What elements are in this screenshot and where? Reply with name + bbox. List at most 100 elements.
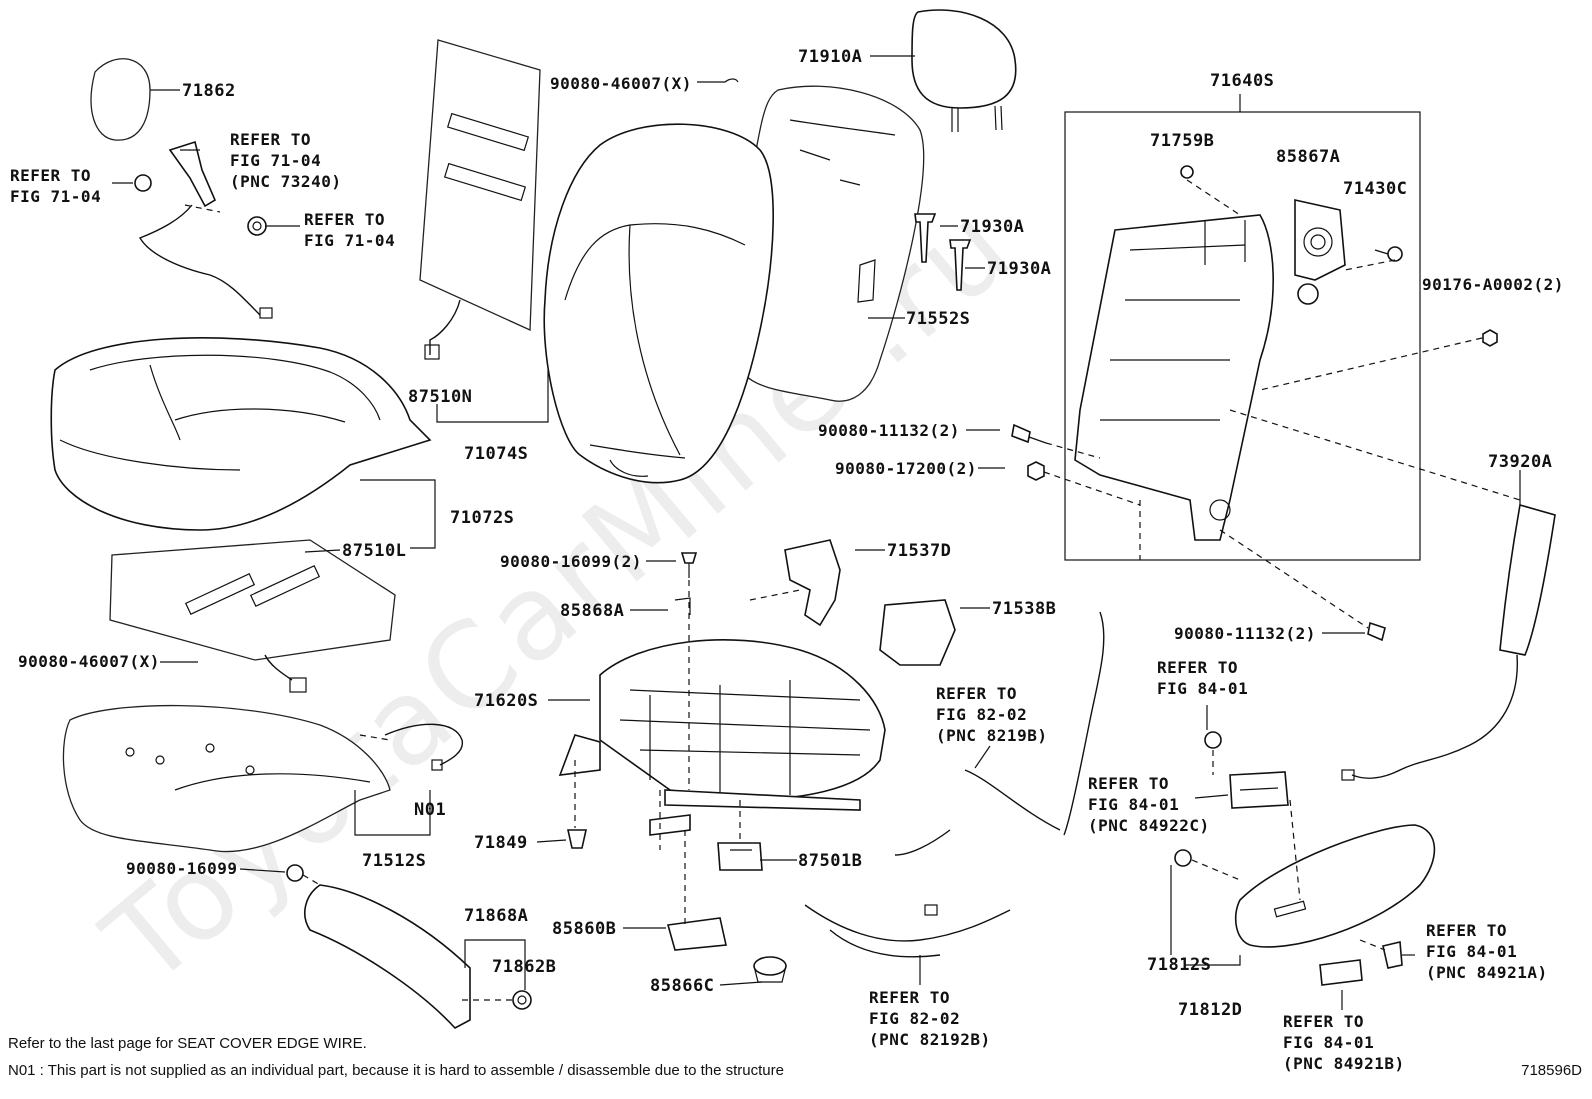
dashed-assembly-lines	[184, 179, 1521, 1001]
clip-90080-16099[interactable]	[286, 864, 304, 882]
cushion-cover-71072S[interactable]	[50, 337, 432, 531]
side-shield-71812D[interactable]	[1234, 824, 1436, 948]
screw-71812S[interactable]	[1174, 849, 1192, 867]
seatback-cover-71074S[interactable]	[543, 123, 774, 484]
label-ref-84-01-a-1: REFER TO	[1157, 658, 1238, 677]
label-71910A: 71910A	[798, 47, 862, 67]
label-ref-84-01-b-2: FIG 84-01	[1088, 795, 1179, 814]
knob-85866C[interactable]	[753, 956, 787, 983]
module-84922C[interactable]	[1229, 771, 1289, 809]
bolt-90080-11132-upper[interactable]	[1011, 423, 1047, 444]
label-71759B: 71759B	[1150, 131, 1214, 151]
nut-fig-71-04-a[interactable]	[134, 174, 152, 192]
leader-lines	[112, 55, 1521, 1010]
label-ref-84-01-d-2: FIG 84-01	[1283, 1033, 1374, 1052]
figure-code: 718596D	[1521, 1062, 1582, 1079]
label-71537D: 71537D	[887, 541, 951, 561]
cover-71862[interactable]	[90, 58, 151, 141]
label-71930A-2: 71930A	[987, 259, 1051, 279]
label-ref-71-04-b-2: FIG 71-04	[230, 151, 321, 170]
clip-71862B[interactable]	[512, 990, 532, 1010]
label-90080-11132-a: 90080-11132(2)	[818, 421, 960, 440]
label-ref-71-04-c-1: REFER TO	[304, 210, 385, 229]
label-90080-46007-bot: 90080-46007(X)	[18, 652, 160, 671]
label-71072S: 71072S	[450, 508, 514, 528]
bracket-71537D[interactable]	[784, 539, 841, 627]
module-87501B[interactable]	[717, 842, 763, 871]
label-87510L: 87510L	[342, 541, 406, 561]
seat-track-frame-71620S[interactable]	[558, 639, 886, 836]
label-71868A: 71868A	[464, 906, 528, 926]
wire-N01[interactable]	[384, 723, 464, 771]
nut-90080-17200[interactable]	[1027, 461, 1045, 481]
knob-84921B[interactable]	[1319, 959, 1363, 986]
label-ref-71-04-c-2: FIG 71-04	[304, 231, 395, 250]
label-ref-82-02-a-1: REFER TO	[936, 684, 1017, 703]
label-90080-46007-top: 90080-46007(X)	[550, 74, 692, 93]
nut-90176-A0002[interactable]	[1482, 329, 1498, 347]
headrest-71910A[interactable]	[911, 9, 1017, 132]
speaker-85867A[interactable]	[1294, 199, 1346, 305]
label-85866C: 85866C	[650, 976, 714, 996]
label-71812S: 71812S	[1147, 955, 1211, 975]
nut-fig-71-04-b[interactable]	[247, 216, 267, 236]
label-ref-71-04-b-3: (PNC 73240)	[230, 172, 341, 191]
label-ref-71-04-b-1: REFER TO	[230, 130, 311, 149]
footnote-n01: N01 : This part is not supplied as an in…	[8, 1062, 784, 1079]
label-71640S: 71640S	[1210, 71, 1274, 91]
seatback-pad-71552S[interactable]	[740, 85, 925, 402]
switch-85860B[interactable]	[666, 917, 727, 951]
wire-harness-8219B[interactable]	[894, 611, 1105, 856]
label-ref-84-01-c-2: FIG 84-01	[1426, 942, 1517, 961]
label-71930A-1: 71930A	[960, 217, 1024, 237]
label-87510N: 87510N	[408, 387, 472, 407]
label-ref-82-02-b-1: REFER TO	[869, 988, 950, 1007]
label-ref-84-01-b-3: (PNC 84922C)	[1088, 816, 1210, 835]
screw-90080-16099-2[interactable]	[680, 552, 698, 578]
cushion-heater-87510L[interactable]	[109, 539, 396, 693]
label-ref-71-04-a-1: REFER TO	[10, 166, 91, 185]
label-ref-82-02-b-2: FIG 82-02	[869, 1009, 960, 1028]
label-71812D: 71812D	[1178, 1000, 1242, 1020]
label-71862B: 71862B	[492, 957, 556, 977]
label-ref-84-01-c-3: (PNC 84921A)	[1426, 963, 1548, 982]
label-90080-11132-b: 90080-11132(2)	[1174, 624, 1316, 643]
bolt-84-01[interactable]	[1204, 731, 1222, 749]
buckle-73240[interactable]	[138, 140, 273, 319]
label-71849: 71849	[474, 833, 528, 853]
label-ref-82-02-a-3: (PNC 8219B)	[936, 726, 1047, 745]
clip-71849[interactable]	[567, 829, 587, 849]
bracket-71538B[interactable]	[879, 599, 956, 666]
label-ref-71-04-a-2: FIG 71-04	[10, 187, 101, 206]
label-N01: N01	[414, 800, 446, 820]
cushion-pad-71512S[interactable]	[62, 704, 391, 853]
seatback-frame-71640S[interactable]	[1064, 111, 1421, 561]
headrest-guide-71930A-upper[interactable]	[914, 213, 937, 263]
label-85860B: 85860B	[552, 919, 616, 939]
label-90080-16099-2: 90080-16099(2)	[500, 552, 642, 571]
seatback-heater-87510N[interactable]	[419, 39, 541, 360]
label-90080-17200: 90080-17200(2)	[835, 459, 977, 478]
label-87501B: 87501B	[798, 851, 862, 871]
wire-harness-82192B[interactable]	[804, 904, 1011, 958]
label-ref-82-02-b-3: (PNC 82192B)	[869, 1030, 991, 1049]
label-90080-16099: 90080-16099	[126, 859, 237, 878]
clip-85868A[interactable]	[674, 597, 691, 615]
label-85867A: 85867A	[1276, 147, 1340, 167]
label-ref-84-01-c-1: REFER TO	[1426, 921, 1507, 940]
headrest-guide-71930A-lower[interactable]	[949, 239, 972, 291]
clip-71759B[interactable]	[1180, 165, 1194, 179]
label-ref-84-01-b-1: REFER TO	[1088, 774, 1169, 793]
label-ref-84-01-a-2: FIG 84-01	[1157, 679, 1248, 698]
clip-71430C[interactable]	[1374, 246, 1403, 262]
side-airbag-73920A[interactable]	[1341, 503, 1556, 781]
label-71074S: 71074S	[464, 444, 528, 464]
knob-84921A[interactable]	[1382, 941, 1403, 969]
label-90176-A0002: 90176-A0002(2)	[1422, 275, 1564, 294]
label-ref-84-01-d-3: (PNC 84921B)	[1283, 1054, 1405, 1073]
cushion-front-panel[interactable]	[304, 884, 471, 1029]
label-71862: 71862	[182, 81, 236, 101]
bolt-90080-11132-lower[interactable]	[1367, 621, 1386, 642]
label-71512S: 71512S	[362, 851, 426, 871]
